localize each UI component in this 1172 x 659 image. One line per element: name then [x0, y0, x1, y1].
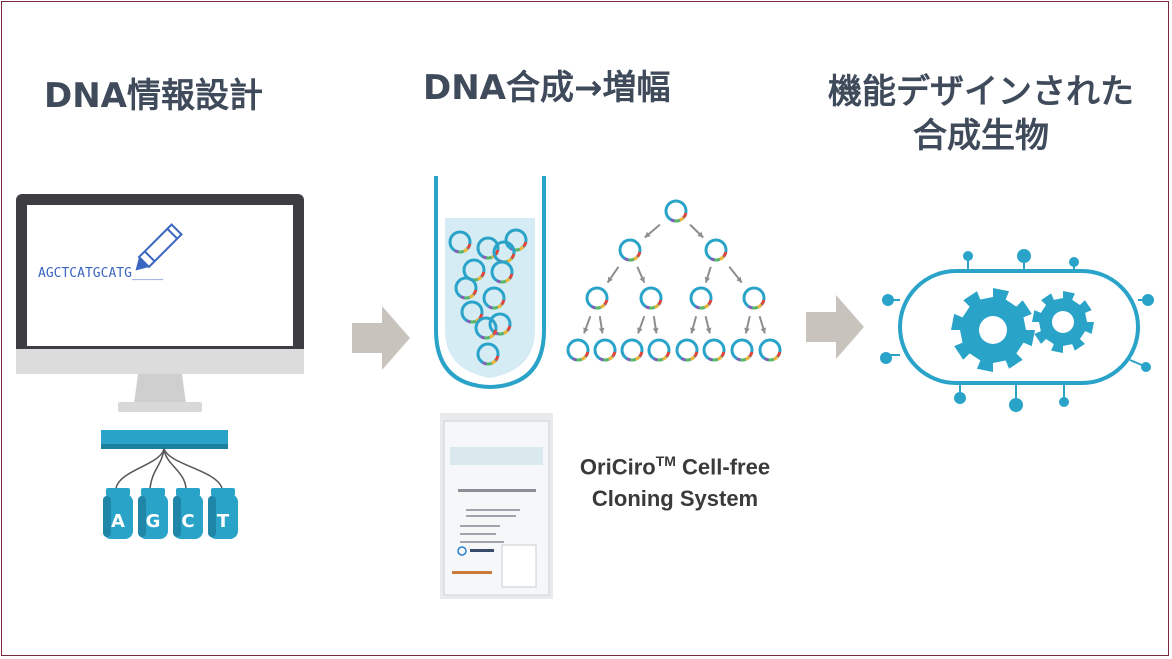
tree-arrow-icon	[744, 315, 751, 334]
cloning-kit-package-image	[440, 413, 553, 599]
tree-arrow-icon	[704, 315, 712, 334]
plasmid-icon	[647, 338, 671, 362]
plasmid-icon	[482, 286, 506, 310]
base-label-a: A	[111, 511, 125, 532]
plasmid-icon	[618, 238, 642, 262]
plasmid-icon	[742, 286, 766, 310]
amplification-tree-icon	[566, 199, 782, 362]
plasmid-icon	[490, 260, 514, 284]
monitor-icon	[16, 194, 304, 412]
plasmid-icon	[702, 338, 726, 362]
plasmid-icon	[689, 286, 713, 310]
product-name-label: OriCiroTM Cell-free Cloning System	[560, 445, 790, 515]
plasmid-icon	[474, 316, 498, 340]
synthetic-cell-icon	[880, 249, 1154, 412]
tree-arrow-icon	[644, 223, 661, 239]
tree-arrow-icon	[652, 316, 659, 334]
plasmid-icon	[620, 338, 644, 362]
heading-result-line1: 機能デザインされた	[828, 72, 1134, 112]
heading-dna-synthesis: DNA合成→増幅	[423, 68, 671, 108]
product-name-part2: Cell-free	[675, 454, 771, 480]
plasmid-icon	[454, 276, 478, 300]
plasmid-icon	[460, 300, 484, 324]
plasmid-icon	[585, 286, 609, 310]
product-name-line2: Cloning System	[591, 486, 759, 512]
tree-arrow-icon	[583, 315, 592, 334]
heading-dna-design: DNA情報設計	[44, 76, 263, 116]
tree-arrow-icon	[606, 266, 620, 284]
base-label-g: G	[146, 511, 161, 532]
plasmid-icon	[448, 230, 472, 254]
plasmid-icon	[730, 338, 754, 362]
heading-designed-organism: 機能デザインされた 合成生物	[800, 70, 1162, 158]
test-tube-icon	[434, 176, 546, 390]
tree-arrow-icon	[704, 266, 712, 283]
plasmid-icon	[593, 338, 617, 362]
tree-arrow-icon	[728, 266, 743, 284]
plasmid-icon	[664, 199, 688, 223]
plasmid-icon	[704, 238, 728, 262]
tree-arrow-icon	[636, 266, 646, 284]
tree-arrow-icon	[689, 223, 704, 239]
trademark-symbol: TM	[655, 453, 676, 469]
base-label-c: C	[181, 511, 194, 532]
gear-icon	[951, 288, 1035, 372]
dna-sequence-text: AGCTCATGCATG____	[38, 266, 164, 281]
gear-icon	[1032, 291, 1094, 353]
base-label-t: T	[217, 511, 230, 532]
gears-icon	[951, 288, 1094, 372]
product-name-part1: OriCiro	[579, 454, 656, 480]
tree-arrow-icon	[758, 315, 767, 334]
dna-base-bottles-icon: A G C T	[101, 430, 238, 539]
tree-arrow-icon	[690, 315, 698, 334]
pencil-icon	[135, 223, 183, 271]
heading-result-line2: 合成生物	[913, 116, 1049, 156]
plasmid-icon	[488, 312, 512, 336]
tree-arrow-icon	[637, 315, 646, 334]
plasmid-icon	[675, 338, 699, 362]
plasmid-icon	[566, 338, 590, 362]
plasmid-icon	[758, 338, 782, 362]
plasmid-icon	[639, 286, 663, 310]
arrow-right-icon-1	[352, 306, 410, 370]
arrow-right-icon-2	[806, 295, 864, 359]
tree-arrow-icon	[598, 316, 605, 334]
plasmid-icon	[476, 342, 500, 366]
tube-plasmids-icon	[448, 228, 528, 366]
